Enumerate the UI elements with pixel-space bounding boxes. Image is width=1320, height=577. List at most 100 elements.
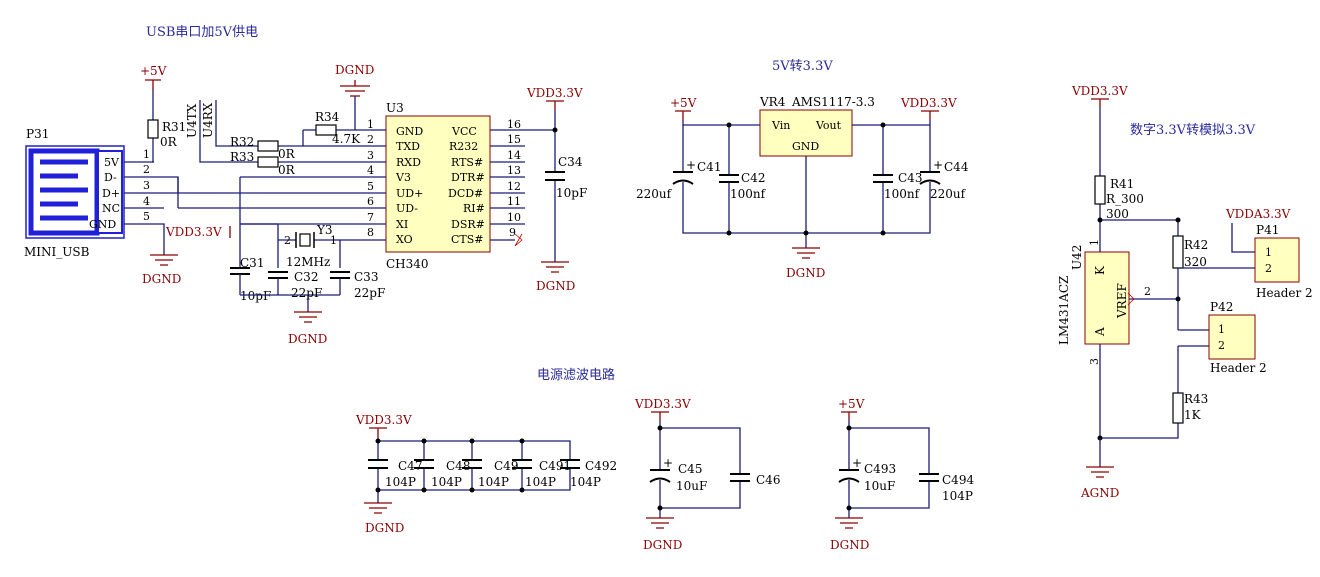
c34-value: 10pF	[556, 186, 587, 200]
dgnd-c493-label: DGND	[830, 538, 869, 552]
c44-value: 220uf	[930, 187, 967, 201]
c491-ref: C491	[539, 459, 571, 473]
svg-text:+: +	[933, 158, 943, 172]
vdd33-analog-label: VDD3.3V	[1071, 84, 1128, 98]
p41-pin1: 1	[1265, 246, 1272, 259]
ch340-left-5: UD+	[396, 187, 423, 200]
r32-ref: R32	[230, 135, 254, 149]
ch340-right-14: RTS#	[451, 156, 483, 169]
u42-k: K	[1093, 265, 1107, 275]
u42-pin3: 3	[1088, 358, 1101, 365]
c31-value: 10pF	[240, 289, 271, 303]
ch340-num-1: 1	[367, 118, 374, 131]
c43-ref: C43	[898, 171, 922, 185]
usb-num-3: 3	[143, 179, 150, 192]
c492-ref: C492	[585, 459, 617, 473]
p5v-reg-label: +5V	[670, 96, 697, 110]
r34-value: 4.7K	[332, 132, 361, 146]
u42-a: A	[1093, 327, 1107, 337]
ch340-right-9: CTS#	[451, 233, 484, 246]
ch340-right-13: DTR#	[451, 171, 485, 184]
ch340-num-12: 12	[507, 180, 521, 193]
dgnd-usb-label: DGND	[142, 272, 181, 286]
c46-ref: C46	[756, 473, 780, 487]
svg-text:+: +	[852, 456, 862, 470]
r42-resistor	[1172, 235, 1184, 269]
title-regulator: 5V转3.3V	[772, 59, 833, 74]
usb-num-1: 1	[143, 148, 150, 161]
r31-ref: R31	[162, 120, 186, 134]
dgnd-crystal-label: DGND	[288, 332, 327, 346]
c494-value: 104P	[942, 489, 973, 503]
c42-ref: C42	[741, 171, 765, 185]
ch340-left-6: UD-	[396, 202, 418, 215]
p41-header	[1254, 237, 1300, 283]
u42-pin2: 2	[1144, 285, 1151, 298]
r34-ref: R34	[315, 110, 340, 124]
vr4-gnd: GND	[792, 140, 819, 153]
r31-resistor	[147, 119, 159, 139]
vdd33-reg-label: VDD3.3V	[900, 96, 957, 110]
u42-name: LM431ACZ	[1057, 276, 1071, 345]
c31-ref: C31	[240, 256, 264, 270]
c49-value: 104P	[478, 475, 509, 489]
c491-value: 104P	[525, 475, 556, 489]
ch340-left-4: V3	[395, 171, 411, 184]
ch340-num-9: 9	[509, 226, 516, 239]
usb-pin-dplus: D+	[102, 187, 120, 200]
title-filter: 电源滤波电路	[537, 367, 615, 383]
ch340-num-7: 7	[367, 211, 374, 224]
r43-resistor	[1172, 392, 1184, 424]
ch340-right-16: VCC	[451, 125, 477, 138]
ch340-num-4: 4	[367, 164, 374, 177]
c48-ref: C48	[446, 459, 470, 473]
c49-ref: C49	[494, 459, 518, 473]
ch340-num-11: 11	[507, 195, 521, 208]
r41-value2: 300	[1106, 207, 1129, 221]
ch340-num-10: 10	[507, 211, 521, 224]
r42-value: 320	[1184, 255, 1207, 269]
filter-cap-bank	[368, 438, 580, 493]
c494-ref: C494	[942, 473, 974, 487]
p42-ref: P42	[1210, 300, 1233, 314]
ch340-left-3: RXD	[396, 156, 421, 169]
p42-header	[1208, 314, 1256, 360]
svg-text:+: +	[663, 456, 673, 470]
c32-ref: C32	[294, 270, 318, 284]
usb-num-4: 4	[143, 195, 150, 208]
vdd33-v3-label: VDD3.3V	[165, 225, 222, 239]
y3-pin1: 1	[330, 234, 337, 247]
ch340-right-12: DCD#	[448, 187, 483, 200]
r43-ref: R43	[1184, 392, 1208, 406]
p41-name: Header 2	[1256, 286, 1313, 300]
u42-ref: U42	[1070, 245, 1084, 270]
c34-ref: C34	[558, 155, 583, 169]
c48-value: 104P	[431, 475, 462, 489]
c44-ref: C44	[944, 160, 969, 174]
ch340-left-2: TXD	[396, 140, 420, 153]
c41-value: 220uf	[636, 187, 673, 201]
r42-ref: R42	[1184, 238, 1208, 252]
title-usb: USB串口加5V供电	[146, 25, 258, 40]
ams1117-body	[759, 109, 853, 157]
dgnd-c34-label: DGND	[536, 279, 575, 293]
agnd-label: AGND	[1080, 486, 1119, 500]
vr4-ref: VR4	[759, 95, 786, 109]
c42-value: 100nf	[730, 187, 767, 201]
p42-name: Header 2	[1210, 361, 1267, 375]
r31-value: 0R	[160, 135, 178, 149]
lm431-body	[1084, 251, 1130, 345]
y3-value: 12MHz	[286, 255, 330, 269]
r32-value: 0R	[278, 147, 296, 161]
dgnd-reg-label: DGND	[786, 266, 825, 280]
title-analog: 数字3.3V转模拟3.3V	[1130, 123, 1256, 138]
u42-vref: VREF	[1115, 283, 1129, 319]
usb-name: MINI_USB	[24, 245, 90, 259]
ch340-ref: U3	[386, 101, 404, 115]
u42-pin1: 1	[1088, 239, 1101, 246]
dgnd-top-label: DGND	[335, 63, 374, 77]
c45-value: 10uF	[676, 479, 707, 493]
usb-pin-nc: NC	[102, 202, 120, 215]
ch340-num-8: 8	[367, 226, 374, 239]
